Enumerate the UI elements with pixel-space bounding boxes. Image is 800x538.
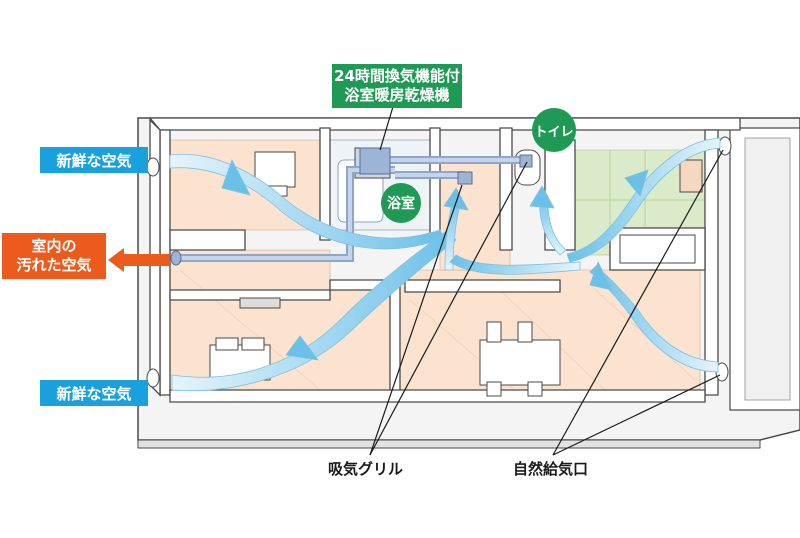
airflow-arrows xyxy=(169,137,721,392)
fan-unit-label: 24時間換気機能付 浴室暖房乾燥機 xyxy=(332,64,462,108)
fresh-air-label-top: 新鮮な空気 xyxy=(40,147,148,173)
stale-air-label-line2: 汚れた空気 xyxy=(16,256,92,274)
toilet-label: トイレ xyxy=(532,108,576,152)
stale-air-label-line1: 室内の xyxy=(31,237,77,255)
natural-inlet-label: 自然給気口 xyxy=(513,460,589,478)
bathroom-label: 浴室 xyxy=(381,183,421,223)
stale-air-arrow xyxy=(108,248,170,272)
exhaust-duct xyxy=(170,147,533,266)
stale-air-label: 室内の 汚れた空気 xyxy=(2,233,106,279)
exhaust-grille-label: 吸気グリル xyxy=(328,460,404,478)
leader-lines xyxy=(369,99,724,456)
fresh-air-label-bottom: 新鮮な空気 xyxy=(40,380,148,406)
fan-unit-label-line1: 24時間換気機能付 xyxy=(334,67,460,85)
fan-unit-label-line2: 浴室暖房乾燥機 xyxy=(344,86,450,104)
